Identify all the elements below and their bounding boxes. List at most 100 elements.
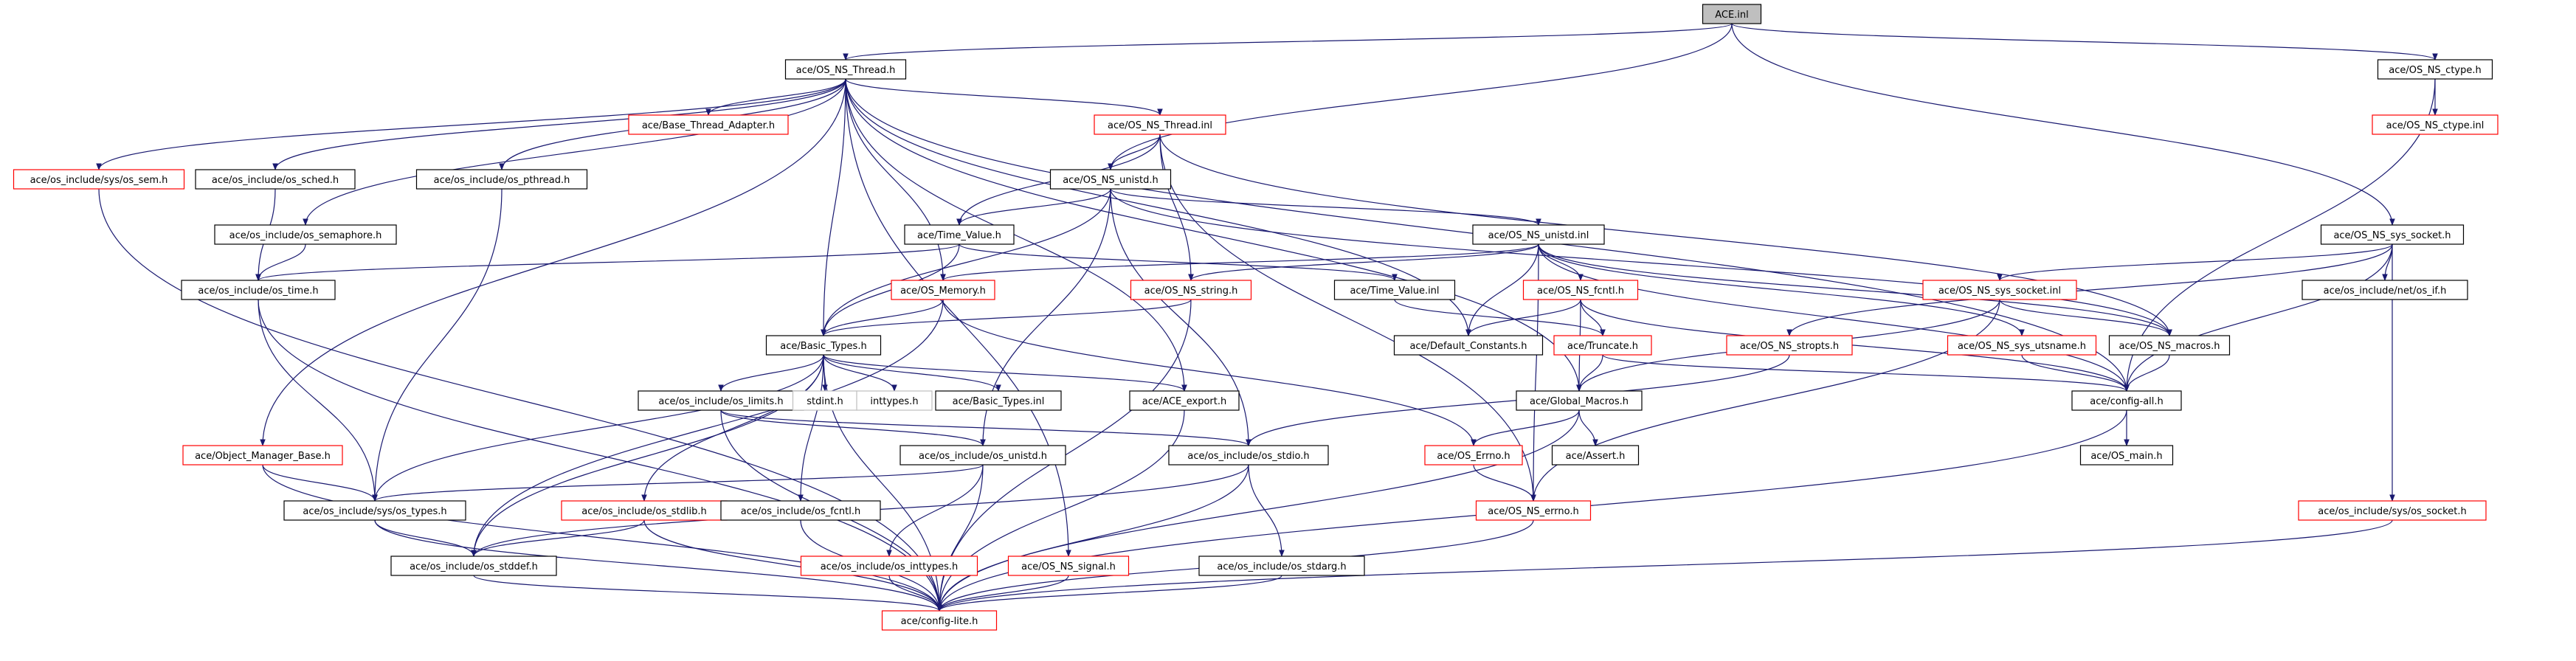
node-ctype-inl[interactable]: ace/OS_NS_ctype.inl (2372, 114, 2499, 135)
node-unistd-h[interactable]: ace/OS_NS_unistd.h (1049, 169, 1172, 190)
node-truncate-h[interactable]: ace/Truncate.h (1553, 335, 1652, 356)
edge-basic-types-h-to-ace-export (823, 354, 1187, 392)
node-os-stdarg[interactable]: ace/os_include/os_stdarg.h (1198, 556, 1365, 576)
node-box (856, 390, 933, 411)
node-os-semaphore[interactable]: ace/os_include/os_semaphore.h (214, 224, 397, 245)
node-label: ace/os_include/sys/os_socket.h (2318, 506, 2466, 517)
edge-thread-inl-to-string-h (1159, 134, 1194, 281)
node-basic-types-inl[interactable]: ace/Basic_Types.inl (935, 390, 1062, 411)
node-os-pthread[interactable]: ace/os_include/os_pthread.h (415, 169, 588, 190)
edge-ace-inl-to-thread-h (843, 23, 1733, 60)
node-sys-os-socket[interactable]: ace/os_include/sys/os_socket.h (2298, 500, 2487, 521)
edge-ace-inl-to-ctype-h (1731, 23, 2438, 60)
edge-global-macros-to-ace-assert (1578, 409, 1598, 446)
node-object-manager-base[interactable]: ace/Object_Manager_Base.h (182, 445, 343, 466)
edge-basic-types-h-to-sys-os-types (372, 354, 824, 502)
node-utsname-h[interactable]: ace/OS_NS_sys_utsname.h (1947, 335, 2097, 356)
node-time-value-h[interactable]: ace/Time_Value.h (904, 224, 1015, 245)
node-ace-export[interactable]: ace/ACE_export.h (1129, 390, 1240, 411)
node-inttypes-h[interactable]: inttypes.h (856, 390, 933, 411)
node-label: ace/os_include/os_time.h (198, 285, 318, 297)
node-label: ace/OS_NS_sys_utsname.h (1958, 341, 2086, 352)
node-os-unistd[interactable]: ace/os_include/os_unistd.h (899, 445, 1066, 466)
node-sys-os-sem[interactable]: ace/os_include/sys/os_sem.h (13, 169, 185, 190)
node-label: ace/Assert.h (1566, 451, 1626, 462)
node-os-stdlib[interactable]: ace/os_include/os_stdlib.h (561, 500, 728, 521)
node-ace-inl[interactable]: ACE.inl (1702, 4, 1762, 24)
node-os-memory[interactable]: ace/OS_Memory.h (891, 280, 995, 300)
edge-os-stdarg-to-config-lite (936, 575, 1282, 612)
node-label: ace/os_include/os_stdlib.h (581, 506, 706, 517)
node-ctype-h[interactable]: ace/OS_NS_ctype.h (2377, 59, 2493, 80)
node-thread-h[interactable]: ace/OS_NS_Thread.h (784, 59, 907, 80)
node-box (2372, 114, 2499, 135)
node-os-errno-h[interactable]: ace/OS_Errno.h (1424, 445, 1523, 466)
node-os-main[interactable]: ace/OS_main.h (2079, 445, 2174, 466)
node-box (1702, 4, 1762, 24)
edge-os-unistd-to-os-inttypes (886, 464, 984, 557)
edge-ace-inl-to-unistd-h (1108, 23, 1733, 170)
node-box (1393, 335, 1544, 356)
node-label: ace/os_include/os_stddef.h (410, 561, 538, 572)
node-label: ace/OS_NS_fcntl.h (1537, 285, 1624, 297)
edge-os-errno-h-to-ns-errno (1473, 464, 1536, 502)
node-box (1922, 280, 2077, 300)
node-label: ace/OS_NS_unistd.h (1063, 175, 1158, 186)
node-sys-socket-h[interactable]: ace/OS_NS_sys_socket.h (2320, 224, 2465, 245)
node-os-fcntl[interactable]: ace/os_include/os_fcntl.h (720, 500, 881, 521)
node-box (784, 59, 907, 80)
node-label: ace/os_include/os_stdio.h (1187, 451, 1309, 462)
node-thread-inl[interactable]: ace/OS_NS_Thread.inl (1094, 114, 1226, 135)
node-box (13, 169, 185, 190)
node-box (1947, 335, 2097, 356)
edge-os-unistd-to-sys-os-types (372, 464, 984, 502)
node-os-stdio[interactable]: ace/os_include/os_stdio.h (1168, 445, 1329, 466)
node-label: ace/os_include/os_inttypes.h (821, 561, 959, 572)
node-box (182, 445, 343, 466)
edge-sys-os-sem-to-config-lite (98, 188, 942, 612)
node-os-stddef[interactable]: ace/os_include/os_stddef.h (390, 556, 557, 576)
node-net-os-if[interactable]: ace/os_include/net/os_if.h (2302, 280, 2468, 300)
node-label: ace/Global_Macros.h (1530, 396, 1629, 407)
edge-unistd-inl-to-default-constants (1465, 243, 1539, 336)
node-default-constants[interactable]: ace/Default_Constants.h (1393, 335, 1544, 356)
node-label: ace/OS_NS_string.h (1144, 285, 1238, 297)
node-config-all[interactable]: ace/config-all.h (2071, 390, 2182, 411)
edge-thread-h-to-ns-signal (845, 78, 1071, 557)
node-os-time[interactable]: ace/os_include/os_time.h (181, 280, 336, 300)
node-stdint-h[interactable]: stdint.h (792, 390, 858, 411)
node-label: ace/os_include/os_limits.h (658, 396, 783, 407)
edge-ns-signal-to-config-lite (936, 575, 1069, 612)
node-base-thread[interactable]: ace/Base_Thread_Adapter.h (628, 114, 789, 135)
node-config-lite[interactable]: ace/config-lite.h (881, 610, 998, 631)
node-box (1007, 556, 1130, 576)
node-box (1424, 445, 1523, 466)
node-global-macros[interactable]: ace/Global_Macros.h (1516, 390, 1643, 411)
node-fcntl-h[interactable]: ace/OS_NS_fcntl.h (1522, 280, 1639, 300)
node-box (1726, 335, 1853, 356)
node-os-limits[interactable]: ace/os_include/os_limits.h (638, 390, 804, 411)
node-sys-os-types[interactable]: ace/os_include/sys/os_types.h (283, 500, 466, 521)
node-time-value-inl[interactable]: ace/Time_Value.inl (1333, 280, 1456, 300)
node-os-sched[interactable]: ace/os_include/os_sched.h (195, 169, 356, 190)
node-string-h[interactable]: ace/OS_NS_string.h (1130, 280, 1252, 300)
edge-os-unistd-to-config-lite (936, 464, 984, 612)
node-unistd-inl[interactable]: ace/OS_NS_unistd.inl (1472, 224, 1605, 245)
node-basic-types-h[interactable]: ace/Basic_Types.h (765, 335, 882, 356)
node-box (2298, 500, 2487, 521)
node-ns-signal[interactable]: ace/OS_NS_signal.h (1007, 556, 1130, 576)
node-label: stdint.h (807, 396, 843, 407)
edge-thread-h-to-base-thread (705, 78, 846, 116)
node-sys-socket-inl[interactable]: ace/OS_NS_sys_socket.inl (1922, 280, 2077, 300)
node-stropts-h[interactable]: ace/OS_NS_stropts.h (1726, 335, 1853, 356)
node-os-inttypes[interactable]: ace/os_include/os_inttypes.h (800, 556, 978, 576)
node-box (1094, 114, 1226, 135)
node-macros-h[interactable]: ace/OS_NS_macros.h (2108, 335, 2231, 356)
edge-unistd-inl-to-fcntl-h (1538, 243, 1584, 281)
edge-basic-types-h-to-basic-types-inl (823, 354, 1001, 392)
node-ace-assert[interactable]: ace/Assert.h (1551, 445, 1640, 466)
edge-os-limits-to-os-unistd (720, 409, 986, 446)
edge-sys-socket-inl-to-macros-h (1999, 299, 2172, 336)
node-label: ace/OS_Memory.h (900, 285, 986, 297)
node-ns-errno[interactable]: ace/OS_NS_errno.h (1475, 500, 1592, 521)
